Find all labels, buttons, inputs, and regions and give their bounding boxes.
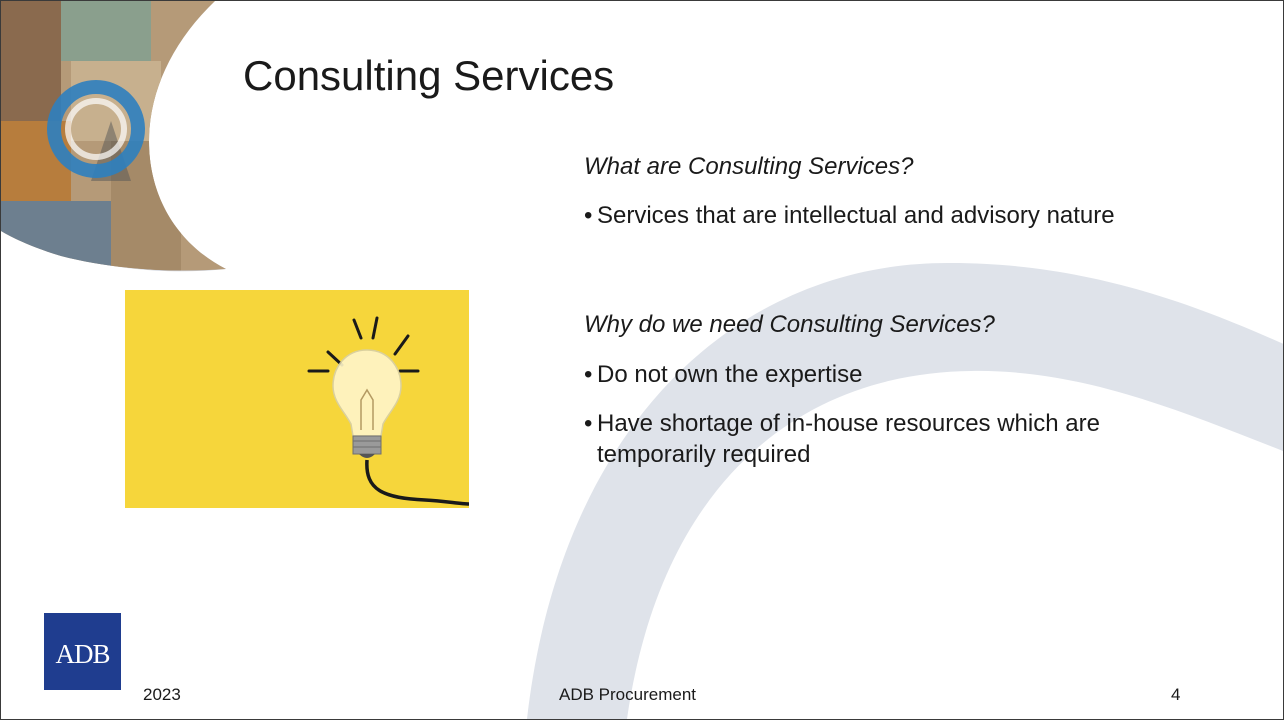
bullet-item: Have shortage of in-house resources whic… xyxy=(584,408,1174,470)
adb-logo: ADB xyxy=(44,613,121,690)
corner-photo-collage xyxy=(1,1,226,272)
bullet-item: Do not own the expertise xyxy=(584,359,1174,390)
section-spacer xyxy=(584,249,1174,309)
footer-date: 2023 xyxy=(143,685,181,704)
question-why: Why do we need Consulting Services? xyxy=(584,311,995,339)
slide-body: What are Consulting Services? Services t… xyxy=(584,151,1174,488)
footer-title: ADB Procurement xyxy=(559,685,696,704)
question-what: What are Consulting Services? xyxy=(584,153,914,180)
light-bulb-image xyxy=(125,290,469,508)
slide-title: Consulting Services xyxy=(243,52,615,99)
bullet-item: Services that are intellectual and advis… xyxy=(584,200,1174,231)
slide-number: 4 xyxy=(1171,685,1181,704)
